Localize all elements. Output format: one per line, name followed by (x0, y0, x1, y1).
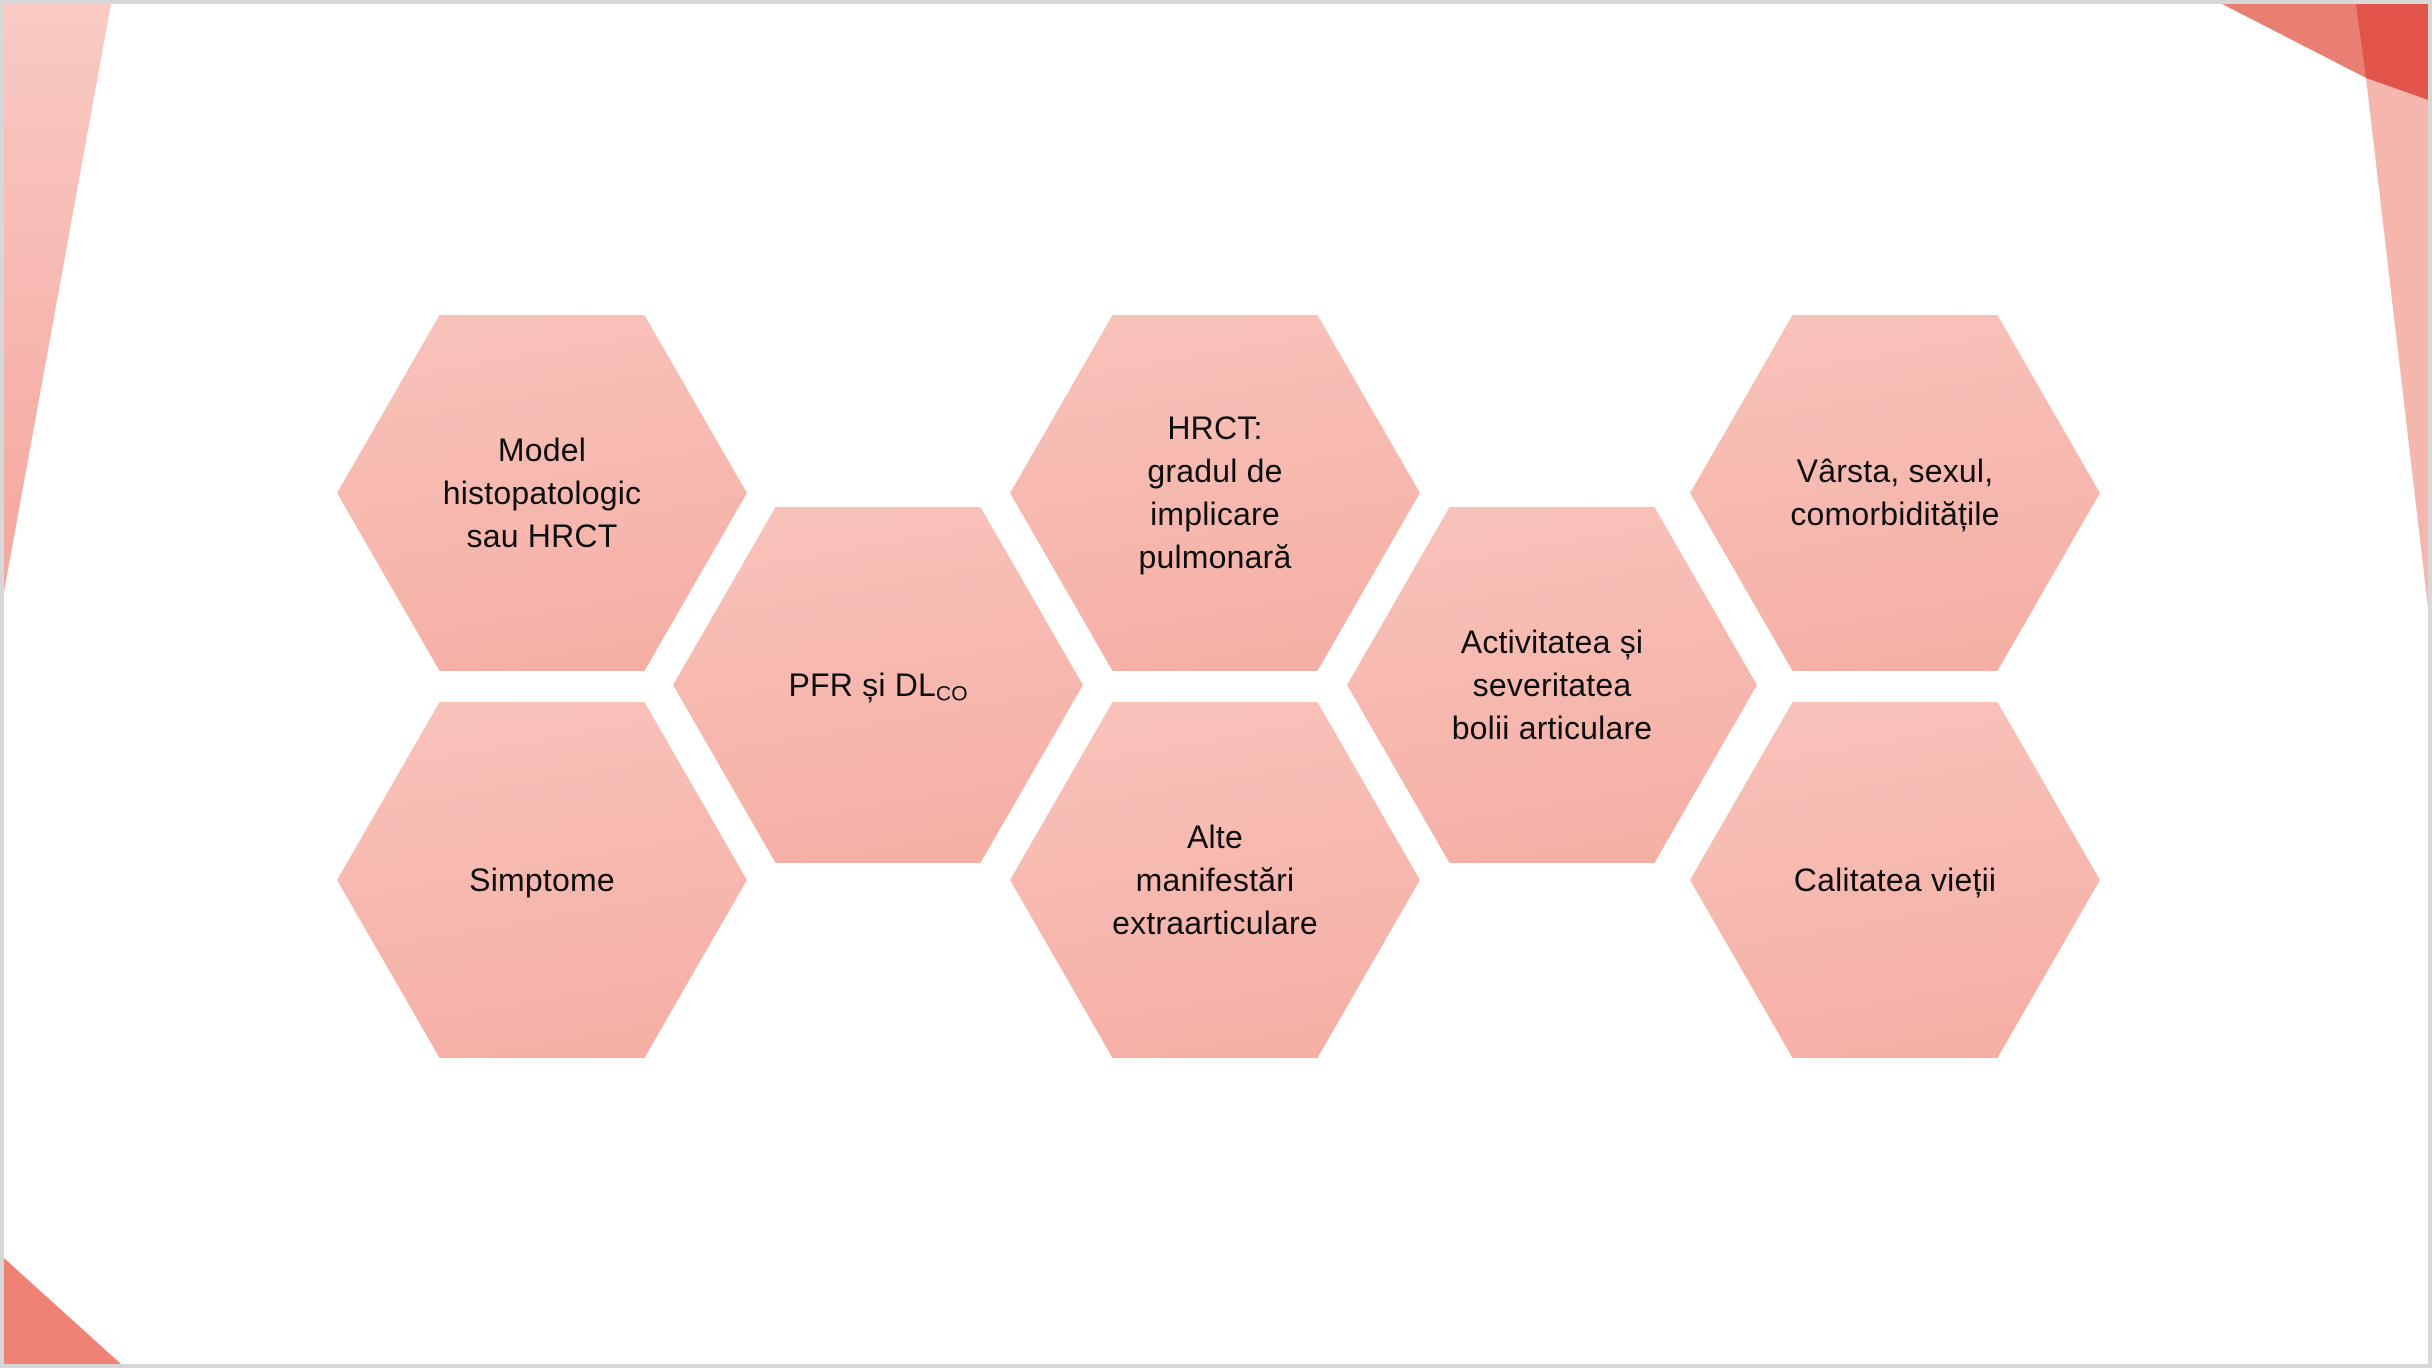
hexagon-calitatea-vietii-label: Calitatea vieții (1793, 861, 1997, 898)
hexagon-model-histopatologic-label: Model histopatologic sau HRCT (442, 431, 642, 554)
hexagon-simptome-label: Simptome (469, 861, 615, 898)
hexagon-hrct-implicare-label: HRCT: gradul de implicare pulmonară (1138, 410, 1292, 575)
hexagon-model-histopatologic: Model histopatologic sau HRCT (337, 315, 747, 671)
right-edge-band-shape (2366, 78, 2428, 608)
hexagon-hrct-implicare: HRCT: gradul de implicare pulmonară (1010, 315, 1420, 671)
hexagon-alte-manifestari: Alte manifestări extraarticulare (1010, 702, 1420, 1058)
corner-decorations (4, 4, 2428, 1364)
hexagon-pfr-dlco: PFR și DLCO (673, 507, 1083, 863)
pfr-main-text: PFR și DL (788, 666, 937, 703)
top-left-wedge-shape (4, 4, 111, 592)
hexagon-activitatea-severitatea: Activitatea și severitatea bolii articul… (1347, 507, 1757, 863)
hexagon-alte-manifestari-label: Alte manifestări extraarticulare (1112, 818, 1318, 941)
hexagon-activitatea-severitatea-label: Activitatea și severitatea bolii articul… (1451, 623, 1653, 746)
hexagon-varsta-sexul: Vârsta, sexul, comorbiditățile (1690, 315, 2100, 671)
hexagon-pfr-dlco-label: PFR și DLCO (788, 664, 967, 707)
top-right-corner-shape (2356, 4, 2428, 100)
top-right-triangle-shape (2222, 4, 2392, 78)
hexagon-calitatea-vietii: Calitatea vieții (1690, 702, 2100, 1058)
dlco-subscript: CO (936, 682, 968, 706)
bottom-left-triangle-shape (4, 1258, 121, 1364)
hexagon-simptome: Simptome (337, 702, 747, 1058)
hexagon-varsta-sexul-label: Vârsta, sexul, comorbiditățile (1790, 453, 2000, 532)
